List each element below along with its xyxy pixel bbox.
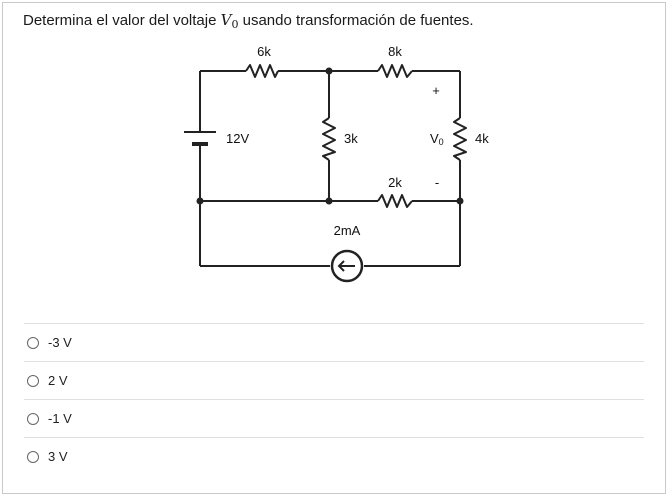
question-card: Determina el valor del voltaje V0 usando… [2,2,666,494]
current-source-2mA [330,249,364,283]
radio-button[interactable] [27,336,39,349]
battery-12v [184,131,216,146]
label-v0-plus: + [432,83,440,98]
question-var-subscript: 0 [231,18,239,31]
node-bottom-right [456,197,464,205]
answer-option-label: 2 V [48,373,68,388]
radio-button[interactable] [27,450,39,463]
label-6k: 6k [257,44,271,59]
question-var: V [220,11,232,29]
label-v0: V0 [430,131,444,147]
question-prefix: Determina el valor del voltaje [23,12,221,29]
radio-button[interactable] [27,412,39,425]
label-v0-letter: V [430,131,439,146]
label-12v: 12V [226,131,249,146]
radio-button[interactable] [27,374,39,387]
node-bottom-left [196,197,204,205]
resistor-6k [245,64,279,78]
question-suffix: usando transformación de fuentes. [238,12,474,29]
answer-option-3[interactable]: -1 V [24,399,644,437]
resistor-4k [453,117,467,161]
label-2k: 2k [388,175,402,190]
resistor-2k [377,194,413,208]
answer-options: -3 V 2 V -1 V 3 V [24,323,644,475]
resistor-8k [377,64,413,78]
label-v0-minus: - [435,175,439,190]
label-3k: 3k [344,131,358,146]
circuit-diagram: 6k 8k 12V 3k 2k 4k + - V0 2mA [184,44,489,283]
answer-option-label: 3 V [48,449,68,464]
answer-option-2[interactable]: 2 V [24,361,644,399]
label-8k: 8k [388,44,402,59]
label-2mA: 2mA [334,223,361,238]
answer-option-4[interactable]: 3 V [24,437,644,475]
answer-option-1[interactable]: -3 V [24,323,644,361]
label-v0-subscript: 0 [439,137,444,147]
node-top-middle [325,67,333,75]
question-text: Determina el valor del voltaje V0 usando… [23,11,474,31]
node-bottom-middle [325,197,333,205]
resistor-3k [322,117,336,161]
answer-option-label: -1 V [48,411,72,426]
answer-option-label: -3 V [48,335,72,350]
label-4k: 4k [475,131,489,146]
